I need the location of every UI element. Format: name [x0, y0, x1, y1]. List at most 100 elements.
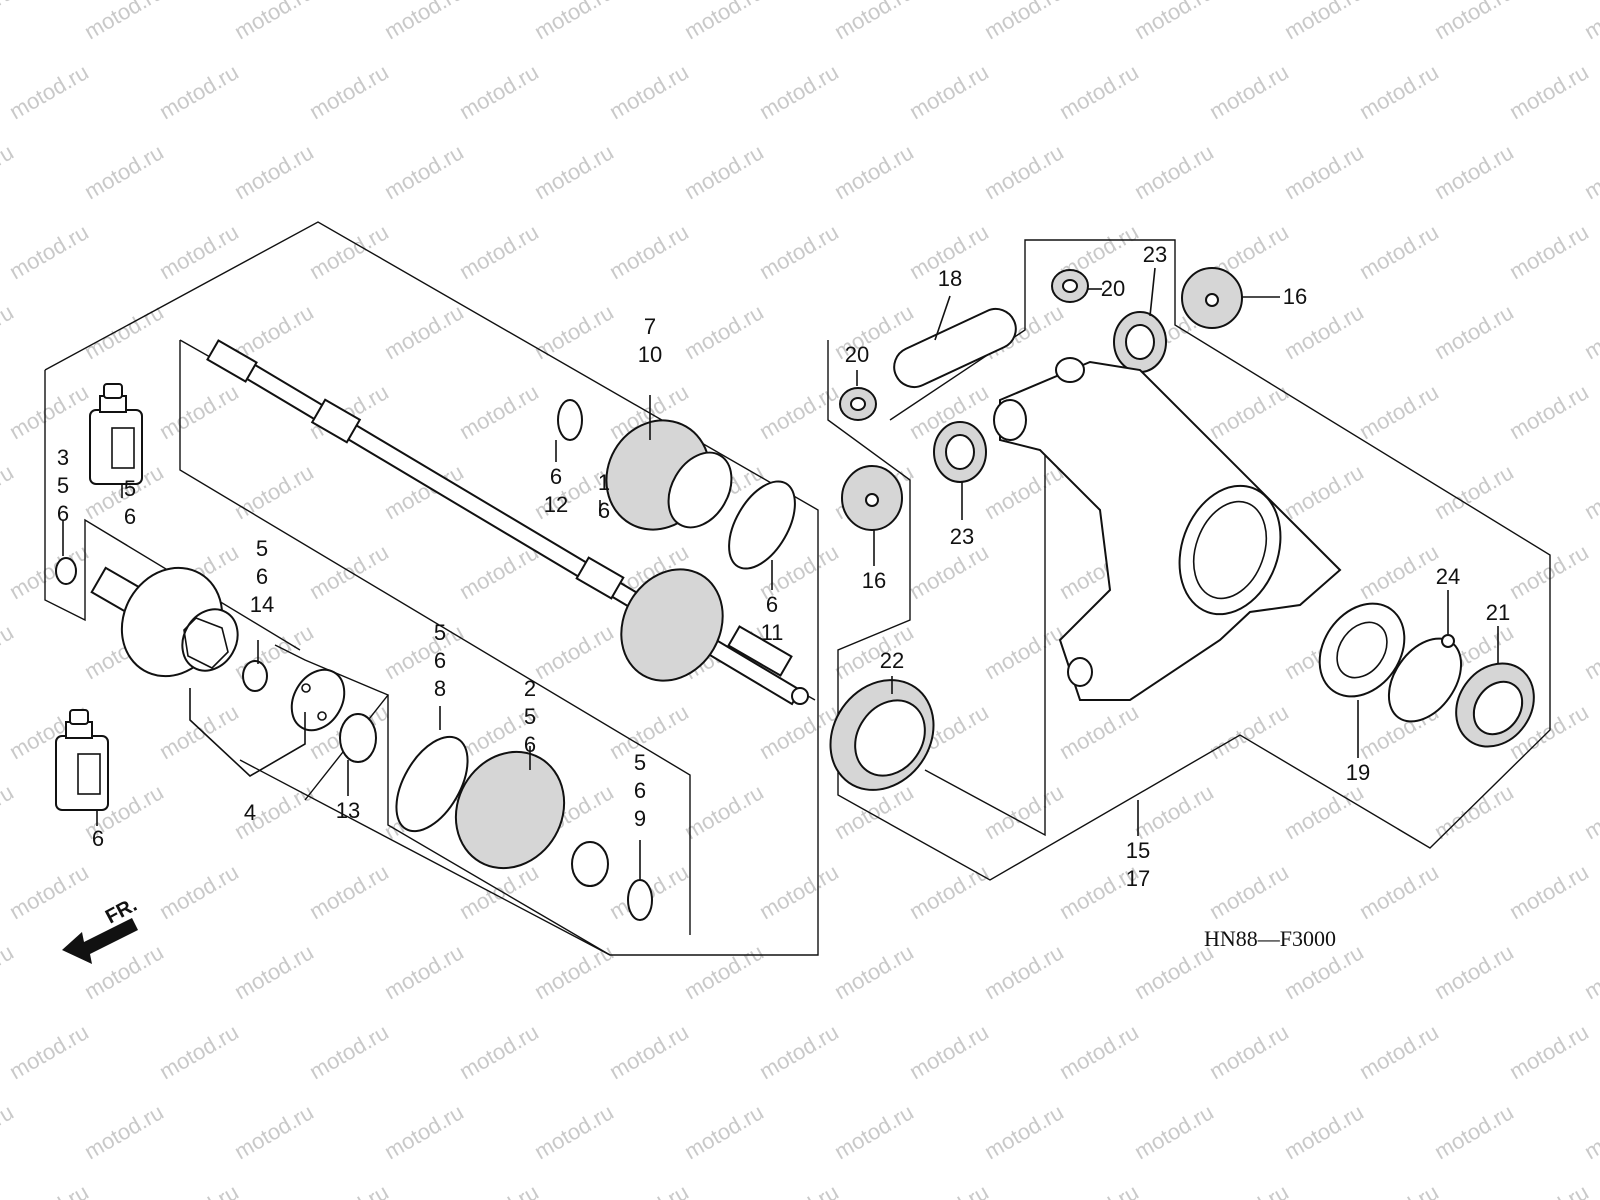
watermark-text: motod.ru [1280, 0, 1368, 44]
watermark-text: motod.ru [380, 299, 468, 364]
callout-number: 21 [1486, 600, 1510, 625]
watermark-text: motod.ru [455, 379, 543, 444]
watermark-text: motod.ru [605, 219, 693, 284]
watermark-text: motod.ru [80, 0, 168, 44]
watermark-text: motod.ru [1055, 1179, 1143, 1200]
watermark-text: motod.ru [155, 219, 243, 284]
watermark-text: motod.ru [530, 939, 618, 1004]
grease-bottle-icon [89, 383, 143, 485]
callout-number: 10 [638, 342, 662, 367]
watermark-text: motod.ru [1355, 859, 1443, 924]
watermark-text: motod.ru [1205, 1179, 1293, 1200]
outer-boot-icon [605, 419, 733, 531]
callout-number: 5 [634, 750, 646, 775]
snap-ring-icon [339, 713, 377, 763]
watermark-text: motod.ru [1355, 539, 1443, 604]
watermark-text: motod.ru [905, 1179, 993, 1200]
watermark-text: motod.ru [1355, 379, 1443, 444]
front-direction-arrow-icon [62, 918, 138, 964]
watermark-text: motod.ru [980, 459, 1068, 524]
dust-seal-icon [841, 465, 903, 531]
callout-number: 6 [124, 504, 136, 529]
callout-5-6-9: 569 [634, 750, 646, 831]
watermark-text: motod.ru [380, 619, 468, 684]
callout-number: 5 [434, 620, 446, 645]
watermark-text: motod.ru [755, 699, 843, 764]
diagram-code: HN88—F3000 [1204, 926, 1336, 951]
watermark-text: motod.ru [455, 539, 543, 604]
watermark-text: motod.ru [1580, 299, 1600, 364]
callout-18: 18 [938, 266, 962, 291]
watermark-text: motod.ru [1505, 859, 1593, 924]
watermark-text: motod.ru [830, 139, 918, 204]
watermark-text: motod.ru [305, 59, 393, 124]
watermark-text: motod.ru [455, 1179, 543, 1200]
watermark-text: motod.ru [1580, 779, 1600, 844]
watermark-text: motod.ru [980, 939, 1068, 1004]
watermark-text: motod.ru [1430, 139, 1518, 204]
watermark-text: motod.ru [680, 1099, 768, 1164]
leader-lines [62, 267, 1499, 880]
callout-number: 16 [1283, 284, 1307, 309]
watermark-text: motod.ru [305, 1179, 393, 1200]
callout-number: 5 [256, 536, 268, 561]
callout-number: 9 [634, 806, 646, 831]
watermark-text: motod.ru [1430, 0, 1518, 44]
callout-number: 5 [524, 704, 536, 729]
watermark-text: motod.ru [1055, 59, 1143, 124]
watermark-text: motod.ru [305, 1019, 393, 1084]
callout-19: 19 [1346, 760, 1370, 785]
callout-6-bottle: 6 [92, 826, 104, 851]
callout-23-top: 23 [1143, 242, 1167, 267]
watermark-text: motod.ru [1280, 299, 1368, 364]
watermark-text: motod.ru [530, 619, 618, 684]
watermark-text: motod.ru [0, 939, 18, 1004]
watermark-text: motod.ru [1205, 859, 1293, 924]
watermark-text: motod.ru [1580, 1099, 1600, 1164]
watermark-text: motod.ru [680, 299, 768, 364]
watermark-text: motod.ru [230, 939, 318, 1004]
watermark-text: motod.ru [680, 139, 768, 204]
watermark-text: motod.ru [755, 1019, 843, 1084]
callout-number: 12 [544, 492, 568, 517]
watermark-text: motod.ru [455, 219, 543, 284]
watermark-text: motod.ru [230, 459, 318, 524]
watermark-text: motod.ru [755, 379, 843, 444]
callout-16-right: 16 [1283, 284, 1307, 309]
watermark-text: motod.ru [905, 539, 993, 604]
watermark-text: motod.ru [1580, 459, 1600, 524]
watermark-text: motod.ru [1055, 1019, 1143, 1084]
watermark-text: motod.ru [680, 939, 768, 1004]
watermark-text: motod.ru [0, 779, 18, 844]
front-direction-label: FR. [102, 894, 141, 929]
watermark-text: motod.ru [80, 299, 168, 364]
watermark-text: motod.ru [1355, 1019, 1443, 1084]
watermark-text: motod.ru [830, 1099, 918, 1164]
watermark-text: motod.ru [155, 1179, 243, 1200]
watermark-text: motod.ru [1580, 619, 1600, 684]
hub-seal-icon [1455, 662, 1535, 748]
callout-number: 11 [761, 620, 784, 645]
watermark-text: motod.ru [980, 619, 1068, 684]
watermark-text: motod.ru [1055, 699, 1143, 764]
inner-joint-icon [90, 566, 239, 678]
needle-bearing-icon [933, 421, 987, 483]
watermark-text: motod.ru [230, 139, 318, 204]
watermark-text: motod.ru [380, 139, 468, 204]
parts [55, 267, 1535, 964]
watermark-text: motod.ru [905, 59, 993, 124]
watermark-text: motod.ru [1505, 1019, 1593, 1084]
watermark-text: motod.ru [980, 139, 1068, 204]
watermark-text: motod.ru [305, 539, 393, 604]
oil-seal-icon [829, 679, 935, 791]
watermark-text: motod.ru [1430, 1099, 1518, 1164]
callout-number: 5 [57, 473, 69, 498]
watermark-text: motod.ru [5, 859, 93, 924]
watermark-text: motod.ru [530, 0, 618, 44]
watermark-text: motod.ru [755, 219, 843, 284]
callout-number: 14 [250, 592, 274, 617]
watermark-text: motod.ru [1505, 59, 1593, 124]
shaft-boot-icon [620, 568, 809, 705]
